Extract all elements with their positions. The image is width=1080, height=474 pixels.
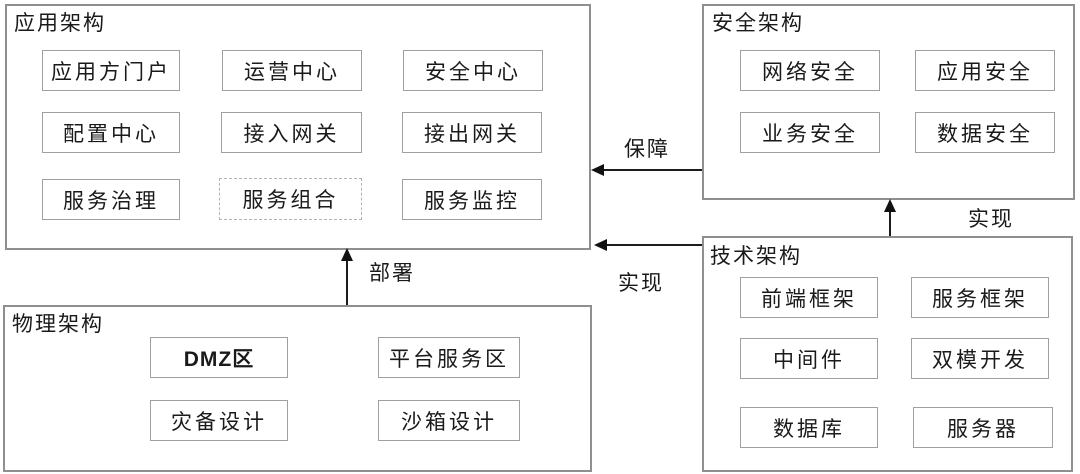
realize-to-security-arrowhead-icon (884, 199, 896, 212)
group-physical-architecture (3, 305, 592, 472)
sec-box-business-security: 业务安全 (740, 112, 880, 153)
app-box-service-governance: 服务治理 (42, 179, 180, 220)
phy-box-dmz-zone: DMZ区 (150, 337, 288, 378)
phy-box-disaster-recovery-design: 灾备设计 (150, 400, 288, 441)
tech-box-middleware: 中间件 (740, 338, 878, 379)
tech-box-server: 服务器 (913, 407, 1053, 448)
phy-box-sandbox-design: 沙箱设计 (378, 400, 520, 441)
guarantee-arrow-line (599, 169, 702, 171)
app-box-portal: 应用方门户 (42, 50, 180, 91)
sec-box-network-security: 网络安全 (740, 50, 880, 91)
tech-box-database: 数据库 (740, 407, 878, 448)
realize-to-application-arrow-label: 实现 (616, 267, 666, 297)
sec-box-application-security: 应用安全 (915, 50, 1055, 91)
group-security-architecture (702, 4, 1075, 200)
phy-box-platform-service-zone: 平台服务区 (378, 337, 520, 378)
tech-box-service-framework: 服务框架 (911, 277, 1049, 318)
physical-architecture-title: 物理架构 (12, 312, 104, 336)
deploy-arrow-label: 部署 (367, 257, 417, 287)
app-box-inbound-gateway: 接入网关 (221, 112, 362, 153)
tech-box-frontend-framework: 前端框架 (740, 277, 878, 318)
deploy-arrowhead-icon (341, 248, 353, 261)
deploy-arrow-line (346, 258, 348, 305)
realize-to-security-arrow-label: 实现 (966, 203, 1016, 233)
realize-to-application-arrow-line (602, 244, 702, 246)
guarantee-arrow-label: 保障 (622, 133, 672, 163)
application-architecture-title: 应用架构 (14, 11, 106, 35)
sec-box-data-security: 数据安全 (915, 112, 1055, 153)
app-box-outbound-gateway: 接出网关 (402, 112, 542, 153)
app-box-security-center: 安全中心 (403, 50, 543, 91)
tech-box-dual-mode-development: 双模开发 (911, 338, 1049, 379)
app-box-config-center: 配置中心 (42, 112, 180, 153)
realize-to-application-arrowhead-icon (594, 239, 607, 251)
realize-to-security-arrow-line (889, 208, 891, 236)
guarantee-arrowhead-icon (591, 164, 604, 176)
security-architecture-title: 安全架构 (712, 11, 804, 35)
app-box-service-composition: 服务组合 (219, 178, 362, 220)
app-box-operation-center: 运营中心 (222, 50, 362, 91)
app-box-service-monitoring: 服务监控 (402, 179, 542, 220)
technical-architecture-title: 技术架构 (710, 244, 802, 268)
